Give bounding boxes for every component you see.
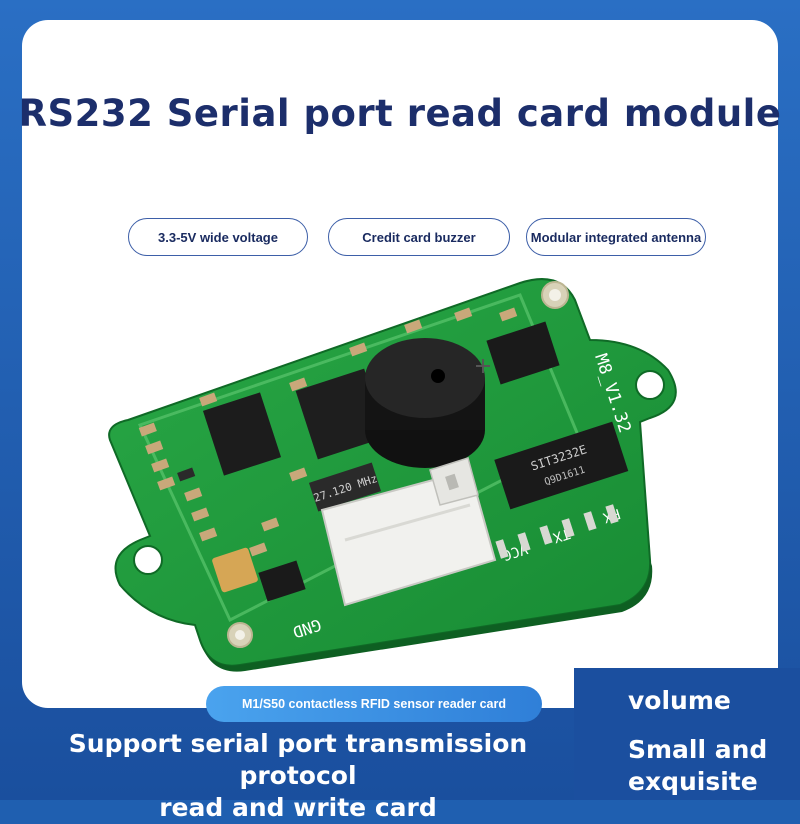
jst-connector: [320, 457, 497, 607]
side-panel: [574, 668, 800, 800]
sot-chip: [258, 560, 306, 602]
crystal-oscillator: 27.120 MHz: [308, 462, 382, 512]
rfid-chip: [295, 368, 387, 460]
bottom-right-line2: Small and: [628, 735, 768, 764]
page-title: RS232 Serial port read card module: [18, 92, 782, 135]
feature-pill-buzzer: Credit card buzzer: [328, 218, 510, 256]
feature-pill-voltage: 3.3-5V wide voltage: [128, 218, 308, 256]
bottom-left-line2: read and write card: [159, 793, 437, 822]
header-pins: [495, 504, 619, 559]
bottom-left-line1: Support serial port transmission protoco…: [68, 729, 528, 790]
top-right-chip: [486, 321, 560, 385]
transistor-chip: [202, 392, 282, 476]
bottom-right-text: Small and exquisite: [628, 734, 767, 798]
buzzer: [365, 338, 490, 468]
smd-components: [138, 307, 518, 557]
bottom-right-line1: volume: [628, 686, 731, 715]
tantalum-capacitor: [212, 547, 258, 593]
bottom-left-text: Support serial port transmission protoco…: [18, 728, 578, 824]
pcb-board-image: 27.120 MHz SIT3232E Q9D1611 M8_V1.32 GND…: [108, 278, 677, 672]
feature-pill-antenna: Modular integrated antenna: [526, 218, 706, 256]
pcb-board-svg: 27.120 MHz SIT3232E Q9D1611 M8_V1.32 GND…: [108, 278, 677, 672]
sit3232e-chip: SIT3232E Q9D1611: [494, 421, 629, 510]
bottom-right-line3: exquisite: [628, 767, 758, 796]
rfid-ribbon: M1/S50 contactless RFID sensor reader ca…: [206, 686, 542, 722]
